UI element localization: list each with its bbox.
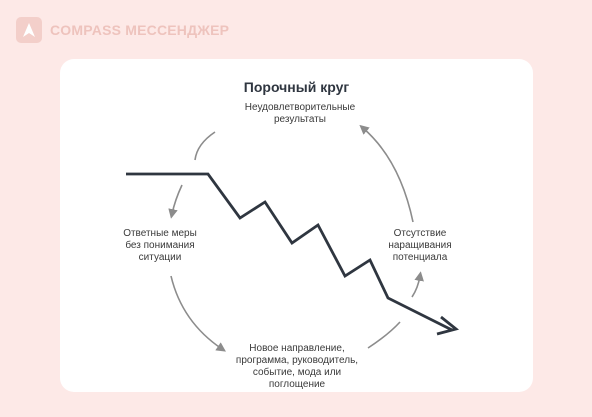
cycle-arrow-left-bottom	[170, 275, 226, 352]
node-no-capacity-building: Отсутствие наращивания потенциала	[388, 228, 452, 263]
diagram-title: Порочный круг	[243, 79, 350, 95]
brand-name: COMPASS МЕССЕНДЖЕР	[50, 22, 230, 38]
cycle-arrow-bottom-right	[367, 321, 401, 349]
node-new-direction: Новое направление, программа, руководите…	[235, 343, 359, 390]
cycle-arrow-right-top	[359, 124, 414, 223]
cycle-arrow-top-left	[194, 131, 216, 161]
brand: COMPASS МЕССЕНДЖЕР	[16, 17, 229, 43]
cycle-arrow-right-up	[411, 271, 424, 298]
diagram-card: Порочный круг Неудовлетворительные резул…	[60, 59, 533, 392]
cycle-arrow-left-down	[168, 184, 183, 219]
declining-trend-line	[126, 172, 453, 332]
node-unsatisfactory-results: Неудовлетворительные результаты	[244, 102, 356, 125]
compass-arrow-icon	[16, 17, 42, 43]
node-reactive-measures: Ответные меры без понимания ситуации	[123, 228, 197, 263]
trend-arrowhead	[436, 315, 460, 336]
